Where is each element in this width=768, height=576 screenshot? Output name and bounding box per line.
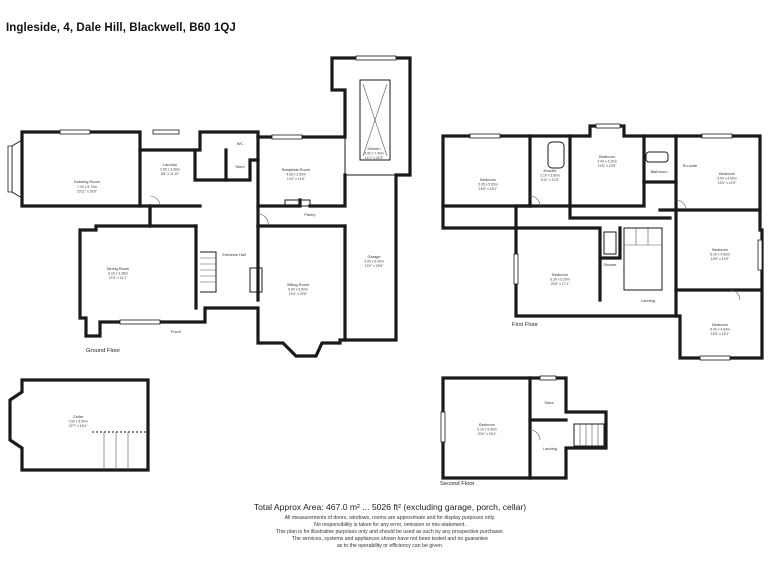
drawing-room-imperial: 23'11" x 18'8": [77, 190, 98, 194]
drawing-room-label: Drawing Room: [74, 179, 100, 184]
bedroom-2-metric: 4.40 x 4.20m: [597, 160, 617, 164]
second-floor-plan: Bedroom 6.10 x 5.60m 20'0" x 18'4" Store…: [440, 375, 608, 487]
drawing-room-metric: 7.00 x 5.70m: [77, 185, 97, 189]
bedroom-5-label: Bedroom: [712, 247, 728, 252]
bedroom-6-label: Bedroom: [712, 322, 728, 327]
disclaimer-line-1: All measurements of doors, windows, room…: [284, 515, 496, 521]
bedroom-1-label: Bedroom: [480, 177, 496, 182]
bedroom-4-imperial: 20'8" x 17'1": [551, 282, 570, 286]
bedroom-5-imperial: 16'5" x 14'9": [711, 257, 730, 261]
en-suite-label: En-suite: [683, 163, 697, 168]
wc-label: WC: [237, 141, 244, 146]
bedroom-5-metric: 5.00 x 4.50m: [710, 253, 730, 257]
breakfast-room-imperial: 14'4" x 11'6": [287, 177, 306, 181]
cellar-metric: 7.50 x 5.50m: [68, 420, 88, 424]
dining-room-imperial: 20'3" x 11'1": [109, 276, 128, 280]
bedroom-second-imperial: 20'0" x 18'4": [478, 432, 497, 436]
bedroom-3-imperial: 16'5" x 14'9": [718, 181, 737, 185]
garage-metric: 4.00 x 9.00m: [364, 260, 384, 264]
bedroom-2-label: Bedroom: [599, 154, 615, 159]
garage-imperial: 13'2" x 29'6": [365, 264, 384, 268]
sitting-room-metric: 5.90 x 6.90m: [288, 288, 308, 292]
bedroom-2-imperial: 14'5" x 13'9": [598, 164, 617, 168]
laundry-imperial: 8'8" x 11'10": [161, 172, 180, 176]
laundry-metric: 2.65 x 3.66m: [160, 168, 180, 172]
breakfast-room-metric: 4.36 x 3.50m: [286, 173, 306, 177]
disclaimer-line-5: as to the operability or efficiency can …: [336, 543, 444, 549]
bedroom-4-label: Bedroom: [552, 272, 568, 277]
first-floor-plan: Bedroom 5.05 x 5.50m 16'6" x 18'1" Ensui…: [441, 123, 764, 361]
ground-floor-plan: Drawing Room 7.00 x 5.70m 23'11" x 18'8"…: [7, 55, 412, 358]
ensuite-imperial: 6'11" x 12'5": [541, 178, 560, 182]
bedroom-6-metric: 5.00 x 4.60m: [710, 328, 730, 332]
bedroom-3-label: Bedroom: [719, 171, 735, 176]
cellar-plan: Cellar 7.50 x 5.50m 22'7" x 18'4": [8, 378, 150, 472]
bedroom-second-label: Bedroom: [479, 422, 495, 427]
second-floor-label: Second Floor: [440, 481, 475, 487]
porch-label: Porch: [171, 329, 181, 334]
landing-first-label: Landing: [641, 298, 655, 303]
bedroom-1-metric: 5.05 x 5.50m: [478, 183, 498, 187]
dining-room-metric: 6.16 x 3.28m: [108, 272, 128, 276]
landing-second-label: Landing: [543, 446, 557, 451]
garage-label: Garage: [368, 254, 381, 259]
bedroom-3-metric: 5.00 x 4.50m: [717, 177, 737, 181]
bedroom-second-metric: 6.10 x 5.60m: [477, 428, 497, 432]
total-area: Total Approx Area: 467.0 m² ... 5026 ft²…: [253, 502, 527, 512]
dining-room-label: Dining Room: [107, 266, 130, 271]
bedroom-1-imperial: 16'6" x 18'1": [479, 187, 498, 191]
disclaimer-line-4: The services, systems and appliances sho…: [291, 536, 489, 542]
ensuite-metric: 2.10 x 3.80m: [540, 174, 560, 178]
store-second-label: Store: [544, 400, 553, 405]
shower-label: Shower: [603, 262, 617, 267]
sitting-room-label: Sitting Room: [287, 282, 309, 287]
pantry-label: Pantry: [304, 212, 315, 217]
first-floor-label: First Floor: [512, 322, 538, 328]
breakfast-room-label: Breakfast Room: [282, 167, 310, 172]
bathroom-label: Bathroom: [651, 169, 668, 174]
bedroom-4-metric: 6.30 x 5.20m: [550, 278, 570, 282]
store-label: Store: [235, 164, 244, 169]
cellar-imperial: 22'7" x 18'4": [69, 424, 88, 428]
ground-floor-label: Ground Floor: [86, 348, 120, 354]
kitchen-label: Kitchen: [368, 146, 381, 151]
kitchen-metric: 4.30 x 7.40m: [364, 152, 384, 156]
page-title: Ingleside, 4, Dale Hill, Blackwell, B60 …: [6, 22, 236, 34]
laundry-label: Laundry: [163, 162, 177, 167]
bedroom-6-imperial: 16'5" x 15'1": [711, 332, 730, 336]
kitchen-imperial: 14'1" x 24'3": [365, 156, 384, 160]
cellar-label: Cellar: [73, 414, 84, 419]
disclaimer-line-3: This plan is for illustrative purposes o…: [275, 529, 505, 535]
disclaimer-line-2: No responsibility is taken for any error…: [314, 522, 466, 528]
entrance-hall-label: Entrance Hall: [222, 252, 245, 257]
ensuite-label: Ensuite: [544, 168, 557, 173]
sitting-room-imperial: 19'4" x 22'8": [289, 292, 308, 296]
